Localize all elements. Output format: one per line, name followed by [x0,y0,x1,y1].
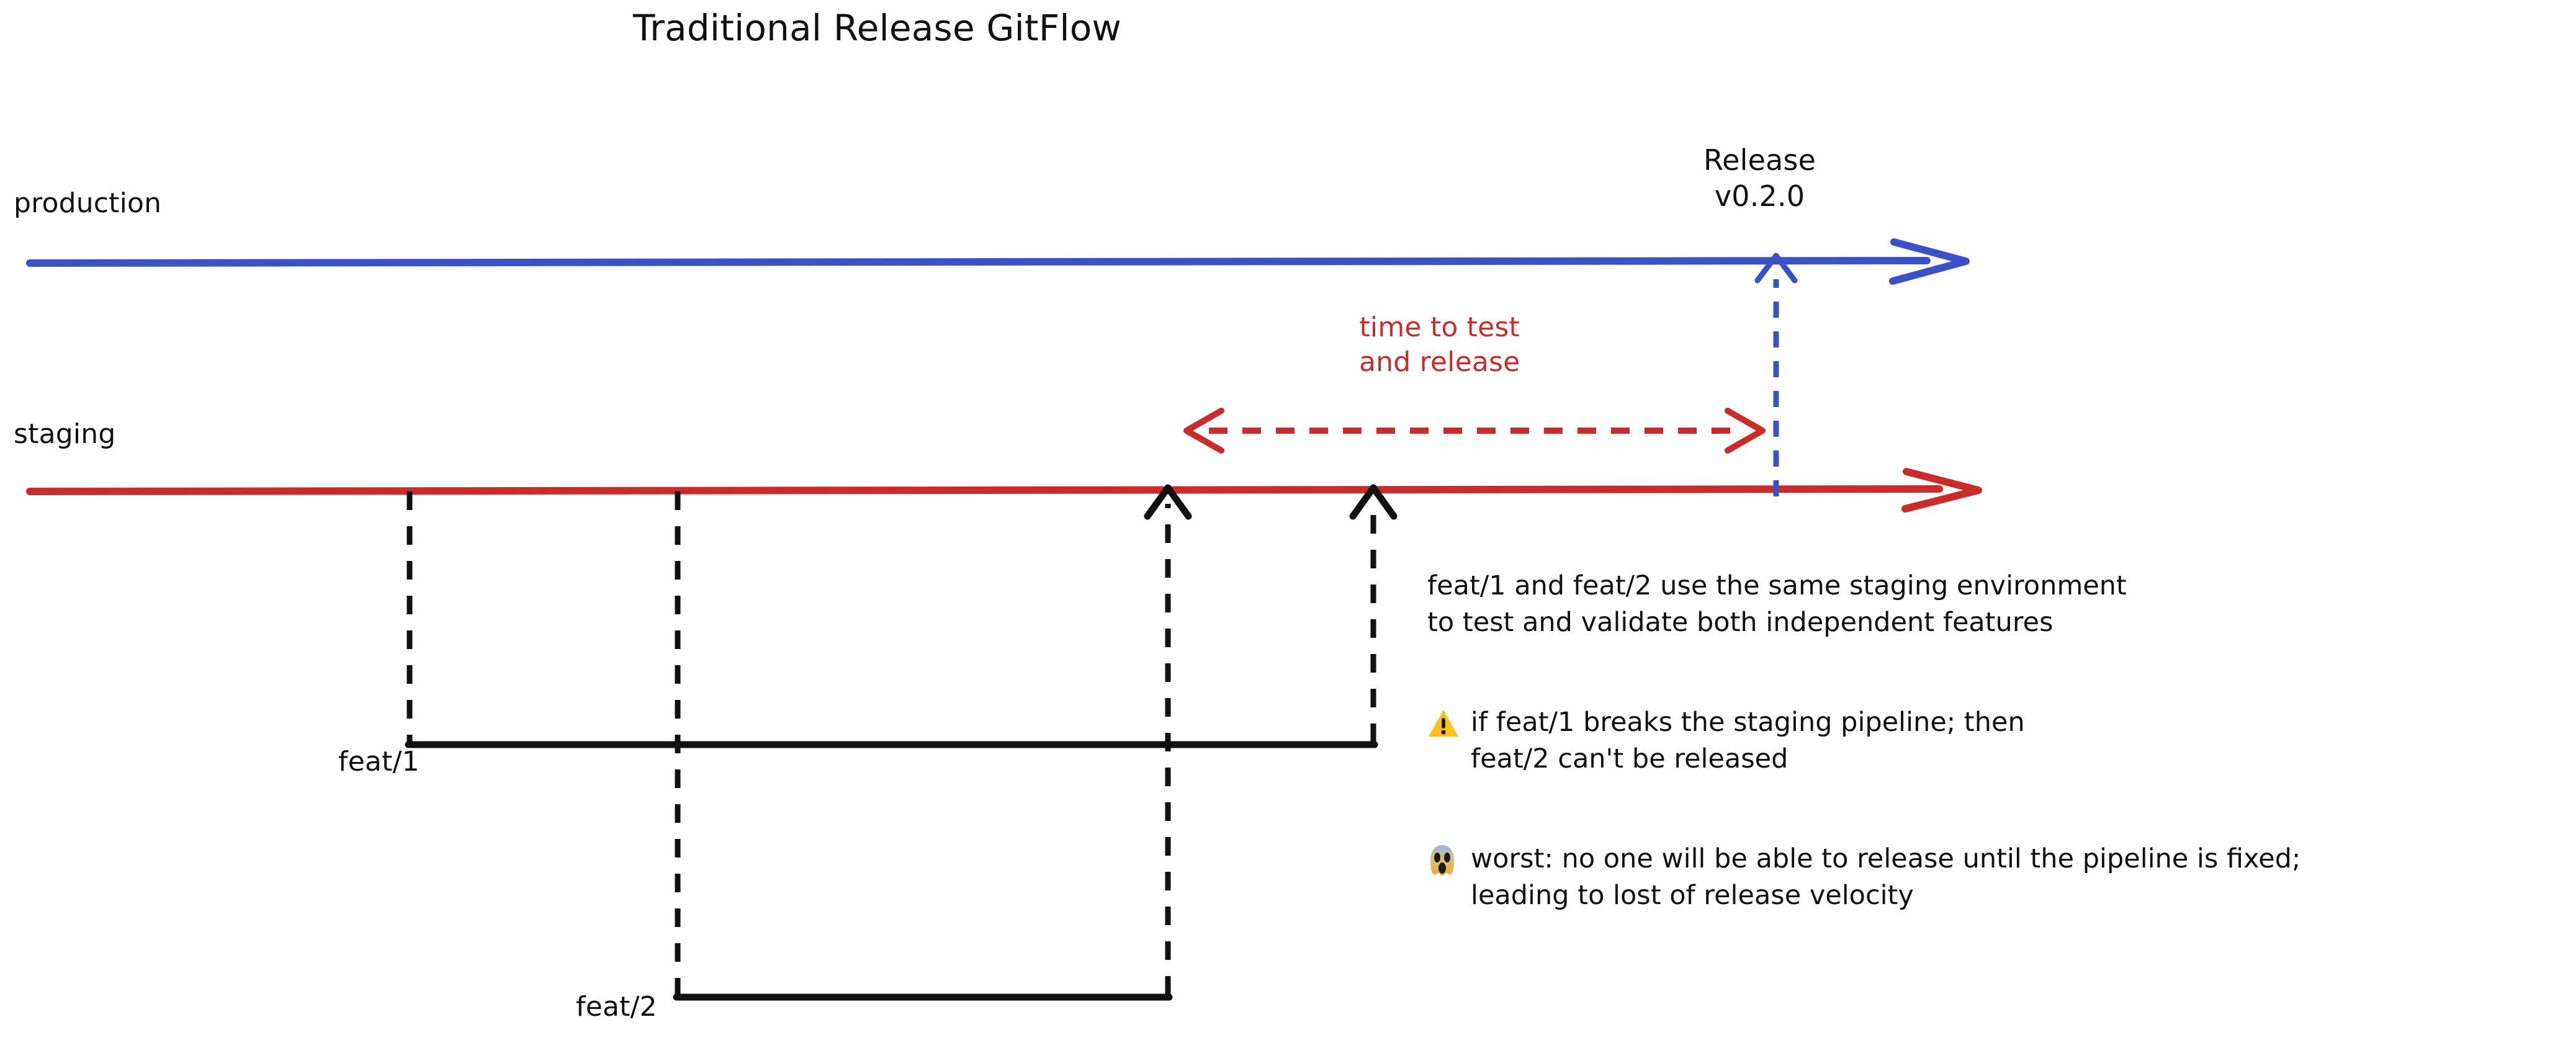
note-worst-case: worst: no one will be able to release un… [1471,843,2301,912]
branch-label-feat-2: feat/2 [576,991,657,1023]
warning-triangle-icon [1427,709,1460,738]
staging-lane-line [26,468,1982,513]
time-to-test-arrow [1183,408,1766,454]
branch-label-feat-1: feat/1 [338,746,420,777]
release-merge-arrow [1754,253,1798,496]
release-tag-label: Release v0.2.0 [1703,143,1816,213]
feat-2-branch [673,484,1192,1001]
page-title: Traditional Release GitFlow [633,7,1122,49]
lane-label-production: production [14,187,162,219]
time-to-test-label: time to test and release [1359,311,1520,379]
scream-face-icon [1426,844,1458,876]
lane-label-staging: staging [14,418,116,450]
feat-1-branch [405,484,1398,748]
production-lane-line [26,238,1970,285]
note-broken-pipeline: if feat/1 breaks the staging pipeline; t… [1471,707,2025,775]
note-shared-environment: feat/1 and feat/2 use the same staging e… [1427,570,2127,639]
